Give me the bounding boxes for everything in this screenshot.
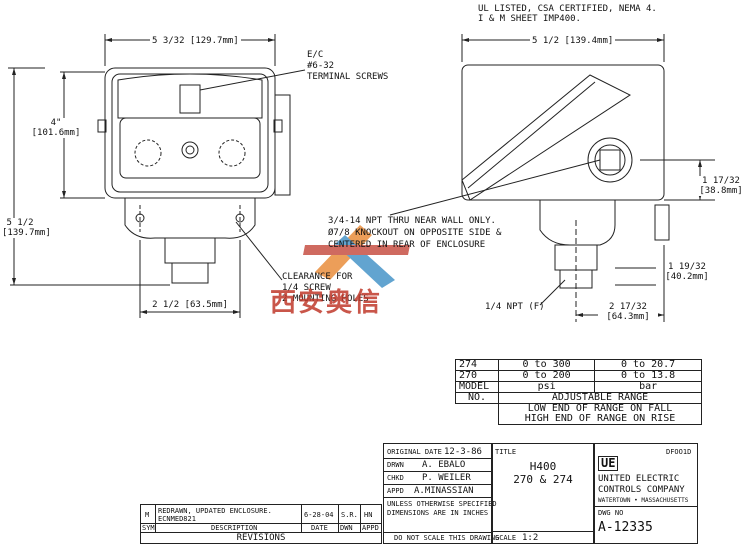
terminal-label-2: #6-32 [307,61,335,71]
title-main: H400 [529,460,557,473]
table-row: HIGH END OF RANGE ON RISE [456,414,702,425]
high-end-note: HIGH END OF RANGE ON RISE [498,414,702,425]
front-width-dim: 5 3/32 [129.7mm] [150,36,241,46]
range-table: 274 0 to 300 0 to 20.7 270 0 to 200 0 to… [455,359,702,425]
revisions-block: M REDRAWN, UPDATED ENCLOSURE. ECNMED821 … [140,504,382,544]
terminal-label-3: TERMINAL SCREWS [307,72,389,82]
rev-dwn: S.R. [341,511,358,519]
rev-appd: HN [364,511,373,519]
signature-block: ORIGINAL DATE 12-3-86 DRWN A. EBALO CHKD… [383,443,499,544]
watermark-logo [303,225,410,288]
table-row: 274 0 to 300 0 to 20.7 [455,359,702,371]
npt-label: 1/4 NPT (F) [485,302,545,312]
hdr-date: DATE [311,524,328,532]
title-sub: 270 & 274 [513,473,573,486]
side-enclosure [461,64,670,322]
note-line-1: UL LISTED, CSA CERTIFIED, NEMA 4. [478,4,657,14]
company-name-2: CONTROLS COMPANY [598,485,685,495]
rev-desc-1: REDRAWN, UPDATED ENCLOSURE. [158,507,272,515]
bar-cell: 0 to 13.8 [594,370,702,382]
clearance-label-3: 2 MOUNTING HOLES [282,294,369,304]
chkd-label: CHKD [387,474,404,482]
title-label: TITLE [495,448,517,456]
side-offset-dim: 1 19/32 [40.2mm] [665,262,709,282]
original-date-label: ORIGINAL DATE [387,448,442,456]
title-box: TITLE H400 270 & 274 SCALE 1:2 [491,443,595,544]
table-row: NO. ADJUSTABLE RANGE [455,392,702,404]
rev-sym: M [145,511,150,519]
dimension-arrows [12,38,702,317]
side-height-dim: 1 17/32 [38.8mm] [690,176,752,196]
conduit-note-2: Ø7/8 KNOCKOUT ON OPPOSITE SIDE & [328,228,502,238]
bar-cell: 0 to 20.7 [594,359,702,371]
psi-unit: psi [497,381,596,393]
scale-value: 1:2 [522,533,539,543]
front-height-dim: 4" [101.6mm] [26,118,86,138]
dims-note-1: UNLESS OTHERWISE SPECIFIED [387,500,497,508]
company-name-1: UNITED ELECTRIC [598,474,680,484]
model-label: MODEL [455,381,499,393]
appd-name: A.MINASSIAN [414,486,474,496]
low-end-note: LOW END OF RANGE ON FALL [498,403,702,414]
conduit-note-1: 3/4-14 NPT THRU NEAR WALL ONLY. [328,216,496,226]
drwn-label: DRWN [387,461,404,469]
drwn-name: A. EBALO [422,460,466,470]
front-total-height-dim: 5 1/2 [139.7mm] [2,218,51,238]
clearance-label-2: 1/4 SCREW [282,283,331,293]
dwg-no: A-12335 [598,520,653,535]
table-row: MODEL psi bar [455,381,702,393]
model-cell: 270 [455,370,499,382]
table-row: LOW END OF RANGE ON FALL [456,403,702,414]
front-enclosure [97,67,291,284]
rev-date: 6-28-04 [304,511,334,519]
clearance-label-1: CLEARANCE FOR [282,272,353,282]
side-depth-dim: 2 17/32 [64.3mm] [598,302,658,322]
hole-spacing-dim: 2 1/2 [63.5mm] [152,300,228,310]
appd-label: APPD [387,487,404,495]
hdr-dwn: DWN [340,524,353,532]
table-row: 270 0 to 200 0 to 13.8 [455,370,702,382]
side-width-dim: 5 1/2 [139.4mm] [530,36,616,46]
bar-unit: bar [594,381,702,393]
psi-cell: 0 to 300 [497,359,596,371]
company-logo: UE [598,456,619,471]
revisions-title: REVISIONS [236,533,286,543]
dims-note-2: DIMENSIONS ARE IN INCHES [387,509,489,517]
chkd-name: P. WEILER [422,473,471,483]
watermark-text: 西安奥信 [270,288,383,318]
rev-desc-2: ECNMED821 [158,515,196,523]
conduit-note-3: CENTERED IN REAR OF ENCLOSURE [328,240,486,250]
model-cell: 274 [455,359,499,371]
hdr-sym: SYM [142,524,155,532]
hdr-description: DESCRIPTION [211,524,258,532]
company-location: WATERTOWN • MASSACHUSETTS [598,497,689,504]
psi-cell: 0 to 200 [497,370,596,382]
scale-label: SCALE [495,534,517,542]
no-label: NO. [455,392,499,404]
adjustable-range-label: ADJUSTABLE RANGE [498,392,702,404]
terminal-label-1: E/C [307,50,324,60]
no-scale-note: DO NOT SCALE THIS DRAWING [394,534,500,542]
dwg-no-label: DWG NO [598,509,624,517]
hdr-appd: APPD [362,524,379,532]
original-date: 12-3-86 [444,447,482,457]
drawing-code: DFOO1D [666,448,692,456]
company-box: DFOO1D UE UNITED ELECTRIC CONTROLS COMPA… [593,443,698,544]
note-line-2: I & M SHEET IMP400. [478,14,581,24]
